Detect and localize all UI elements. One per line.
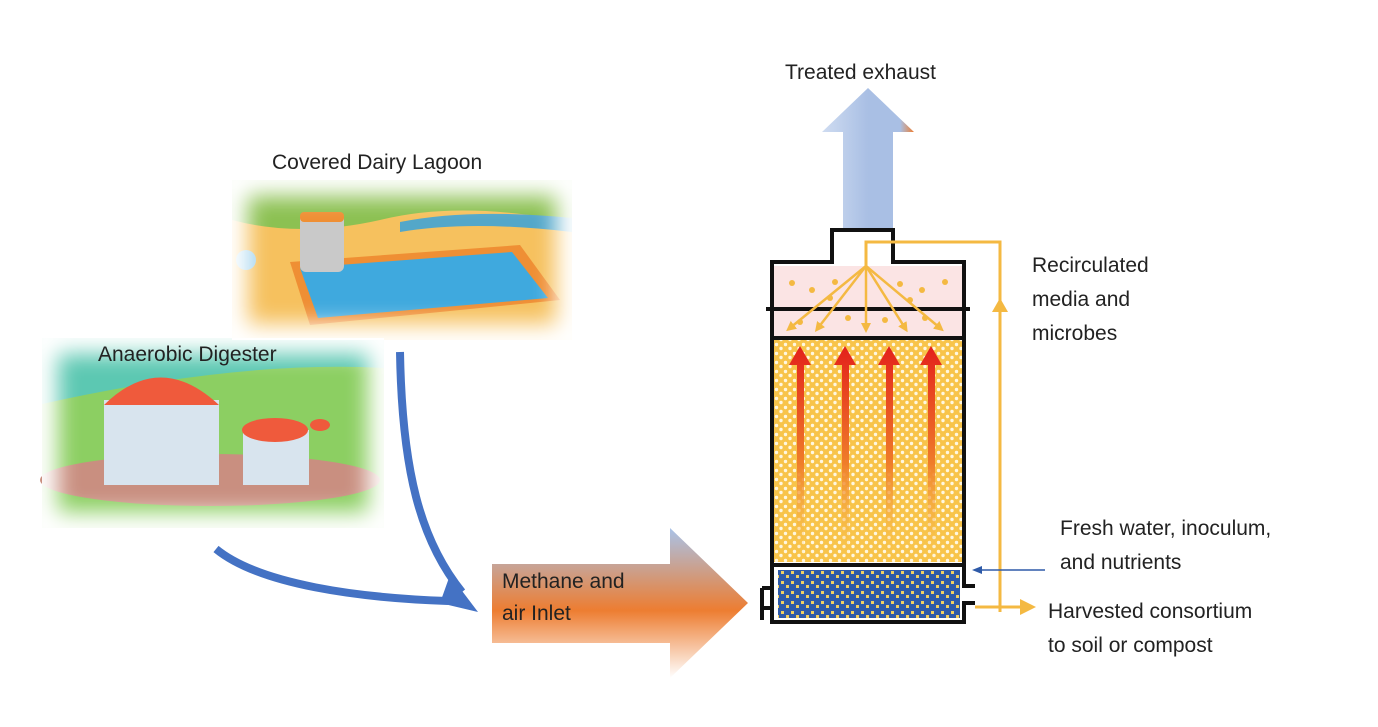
exhaust-arrow — [822, 88, 914, 230]
recirculation-label-line2: media and — [1032, 288, 1131, 311]
harvest-label-line2: to soil or compost — [1048, 634, 1213, 657]
lagoon-label: Covered Dairy Lagoon — [272, 151, 483, 174]
dairy-lagoon-illustration — [232, 180, 572, 340]
inlet-label: Methane and air Inlet — [502, 566, 625, 630]
recirculation-label-line3: microbes — [1032, 322, 1118, 345]
exhaust-label: Treated exhaust — [785, 61, 936, 84]
recirculation-line — [864, 240, 1002, 612]
digester-label: Anaerobic Digester — [98, 343, 277, 366]
feed-label-line2: and nutrients — [1060, 551, 1182, 574]
inlet-label-line2: air Inlet — [502, 602, 571, 625]
biotrickling-reactor — [760, 228, 975, 624]
inlet-arrow — [492, 528, 748, 678]
lagoon-picture-frame — [232, 180, 572, 340]
anaerobic-digester-illustration — [40, 338, 384, 528]
harvest-label-line1: Harvested consortium — [1048, 600, 1253, 623]
recirculation-label: Recirculated media and microbes — [1032, 249, 1149, 351]
inlet-label-line1: Methane and — [502, 570, 625, 593]
lagoon-flow-arrow — [396, 351, 466, 595]
gas-flow-arrows — [789, 346, 942, 560]
recirculation-label-line1: Recirculated — [1032, 254, 1149, 277]
harvest-label: Harvested consortium to soil or compost — [1048, 595, 1252, 663]
feed-label: Fresh water, inoculum, and nutrients — [1060, 512, 1271, 580]
digester-flow-arrow — [213, 545, 449, 605]
feed-label-line1: Fresh water, inoculum, — [1060, 517, 1272, 540]
